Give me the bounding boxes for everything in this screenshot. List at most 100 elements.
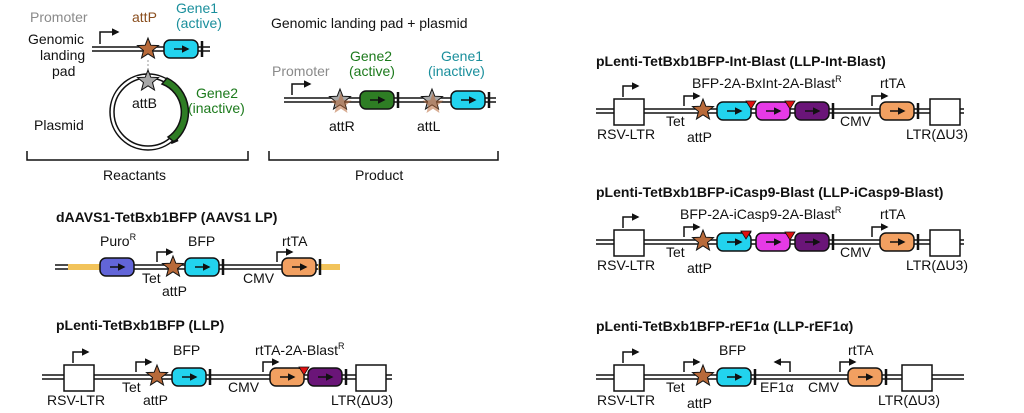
attp-label: attP [143, 392, 168, 408]
t2a-triangle-icon [298, 366, 310, 376]
rsv-promoter-arrow-icon [622, 213, 640, 228]
gene2-label-line2: (inactive) [188, 100, 245, 116]
rsv-ltr-box [613, 229, 645, 257]
tet-promoter-arrow-icon [683, 92, 701, 106]
attl-label: attL [417, 118, 441, 134]
product-promoter-arrow-icon [291, 80, 312, 95]
rsv-label: RSV-LTR [597, 392, 655, 408]
reactants-bracket [26, 151, 249, 161]
gene1-label-line1: Gene1 [176, 0, 218, 16]
attp-label: attP [687, 260, 712, 276]
bfp-label: BFP [719, 342, 746, 358]
right-insulator [318, 264, 340, 270]
cmv-promoter-arrow-icon [871, 92, 889, 106]
cmv-label: CMV [808, 379, 840, 395]
promoter-label: Promoter [30, 9, 88, 25]
rsv-ltr-box [613, 98, 645, 126]
rsv-label: RSV-LTR [597, 257, 655, 273]
attp-label: attP [687, 395, 712, 411]
attp-star-icon [691, 228, 715, 252]
aavs1-construct: dAAVS1-TetBxb1BFP (AAVS1 LP) PuroR Tet a… [55, 209, 340, 299]
rtta-label: rtTA [282, 233, 308, 249]
tet-promoter-arrow-icon [135, 358, 153, 372]
rsv-promoter-arrow-icon [72, 348, 90, 363]
tet-label: Tet [666, 244, 685, 260]
rtta-label: rtTA-2A-BlastR [255, 341, 345, 358]
product-promoter-label: Promoter [272, 63, 330, 79]
product-label: Product [355, 167, 403, 183]
ltr-label: LTR(ΔU3) [906, 257, 968, 273]
icasp9-title: pLenti-TetBxb1BFP-iCasp9-Blast (LLP-iCas… [596, 184, 943, 200]
cmv-label: CMV [228, 379, 260, 395]
bfp-label: BFP [173, 342, 200, 358]
rsv-promoter-arrow-icon [622, 82, 640, 97]
bfp-label: BFP [188, 233, 215, 249]
cmv-label: CMV [840, 244, 872, 260]
t2a-triangle-icon [784, 231, 796, 241]
product-gene2-line2: (active) [349, 63, 395, 79]
gene2-label-line1: Gene2 [196, 85, 238, 101]
product-gene2-line1: Gene2 [350, 48, 392, 64]
cmv-promoter-arrow-icon [871, 223, 889, 237]
cmv-promoter-arrow-icon [276, 248, 294, 262]
ef1a-reverse-promoter-arrow-icon [773, 358, 791, 372]
reaction-panel: Promoter attP Gene1 (active) Genomic lan… [26, 0, 499, 183]
attp-label: attP [132, 9, 157, 25]
attp-star-icon [691, 97, 715, 121]
rsv-promoter-arrow-icon [622, 348, 640, 363]
ltr-box [901, 364, 933, 392]
ltr-label: LTR(ΔU3) [906, 126, 968, 142]
rsv-label: RSV-LTR [597, 126, 655, 142]
landing-label-line1: Genomic [28, 31, 84, 47]
rsv-ltr-box [613, 364, 645, 392]
attp-star-icon [691, 363, 715, 387]
icasp9-construct: pLenti-TetBxb1BFP-iCasp9-Blast (LLP-iCas… [596, 184, 968, 276]
llp-construct: pLenti-TetBxb1BFP (LLP) RSV-LTR Tet attP… [42, 317, 393, 408]
ltr-box [355, 364, 387, 392]
rtta-label: rtTA [880, 206, 906, 222]
t2a-triangle-icon [745, 100, 757, 110]
cmv-promoter-arrow-icon [262, 358, 280, 372]
tet-promoter-arrow-icon [683, 358, 701, 372]
plasmid-label: Plasmid [34, 117, 84, 133]
rsv-ltr-box [63, 364, 95, 392]
ltr-label: LTR(ΔU3) [331, 392, 393, 408]
attp-label: attP [162, 283, 187, 299]
cassette-label: BFP-2A-BxInt-2A-BlastR [692, 74, 842, 91]
landing-label-line3: pad [52, 63, 75, 79]
tet-promoter-arrow-icon [156, 248, 174, 262]
tet-label: Tet [666, 379, 685, 395]
int-blast-construct: pLenti-TetBxb1BFP-Int-Blast (LLP-Int-Bla… [596, 53, 968, 145]
cmv-label: CMV [243, 270, 275, 286]
rtta-label: rtTA [848, 342, 874, 358]
ltr-box [929, 229, 961, 257]
rsv-label: RSV-LTR [47, 392, 105, 408]
int-blast-title: pLenti-TetBxb1BFP-Int-Blast (LLP-Int-Bla… [596, 53, 886, 69]
tet-label: Tet [122, 379, 141, 395]
product-bracket [268, 151, 499, 161]
promoter-arrow-icon [99, 28, 120, 44]
attp-star-icon [136, 36, 160, 60]
rtta-label: rtTA [880, 75, 906, 91]
tet-label: Tet [142, 270, 161, 286]
product-gene1-line2: (inactive) [428, 63, 485, 79]
ltr-label: LTR(ΔU3) [878, 392, 940, 408]
ref1a-construct: pLenti-TetBxb1BFP-rEF1α (LLP-rEF1α) BFP … [596, 318, 964, 411]
attb-star-icon [136, 68, 160, 92]
landing-label-line2: landing [40, 47, 85, 63]
attr-label: attR [329, 118, 355, 134]
product-title: Genomic landing pad + plasmid [271, 15, 468, 31]
reactants-label: Reactants [103, 167, 166, 183]
ltr-box [929, 98, 961, 126]
attp-star-icon [161, 254, 185, 278]
llp-title: pLenti-TetBxb1BFP (LLP) [56, 317, 224, 333]
attb-label: attB [132, 95, 157, 111]
tet-label: Tet [666, 113, 685, 129]
tet-promoter-arrow-icon [683, 223, 701, 237]
ef1a-label: EF1α [760, 379, 794, 395]
attp-star-icon [145, 363, 169, 387]
product-gene1-line1: Gene1 [441, 48, 483, 64]
gene1-label-line2: (active) [176, 15, 222, 31]
gene2-plasmid-arc [160, 77, 190, 143]
